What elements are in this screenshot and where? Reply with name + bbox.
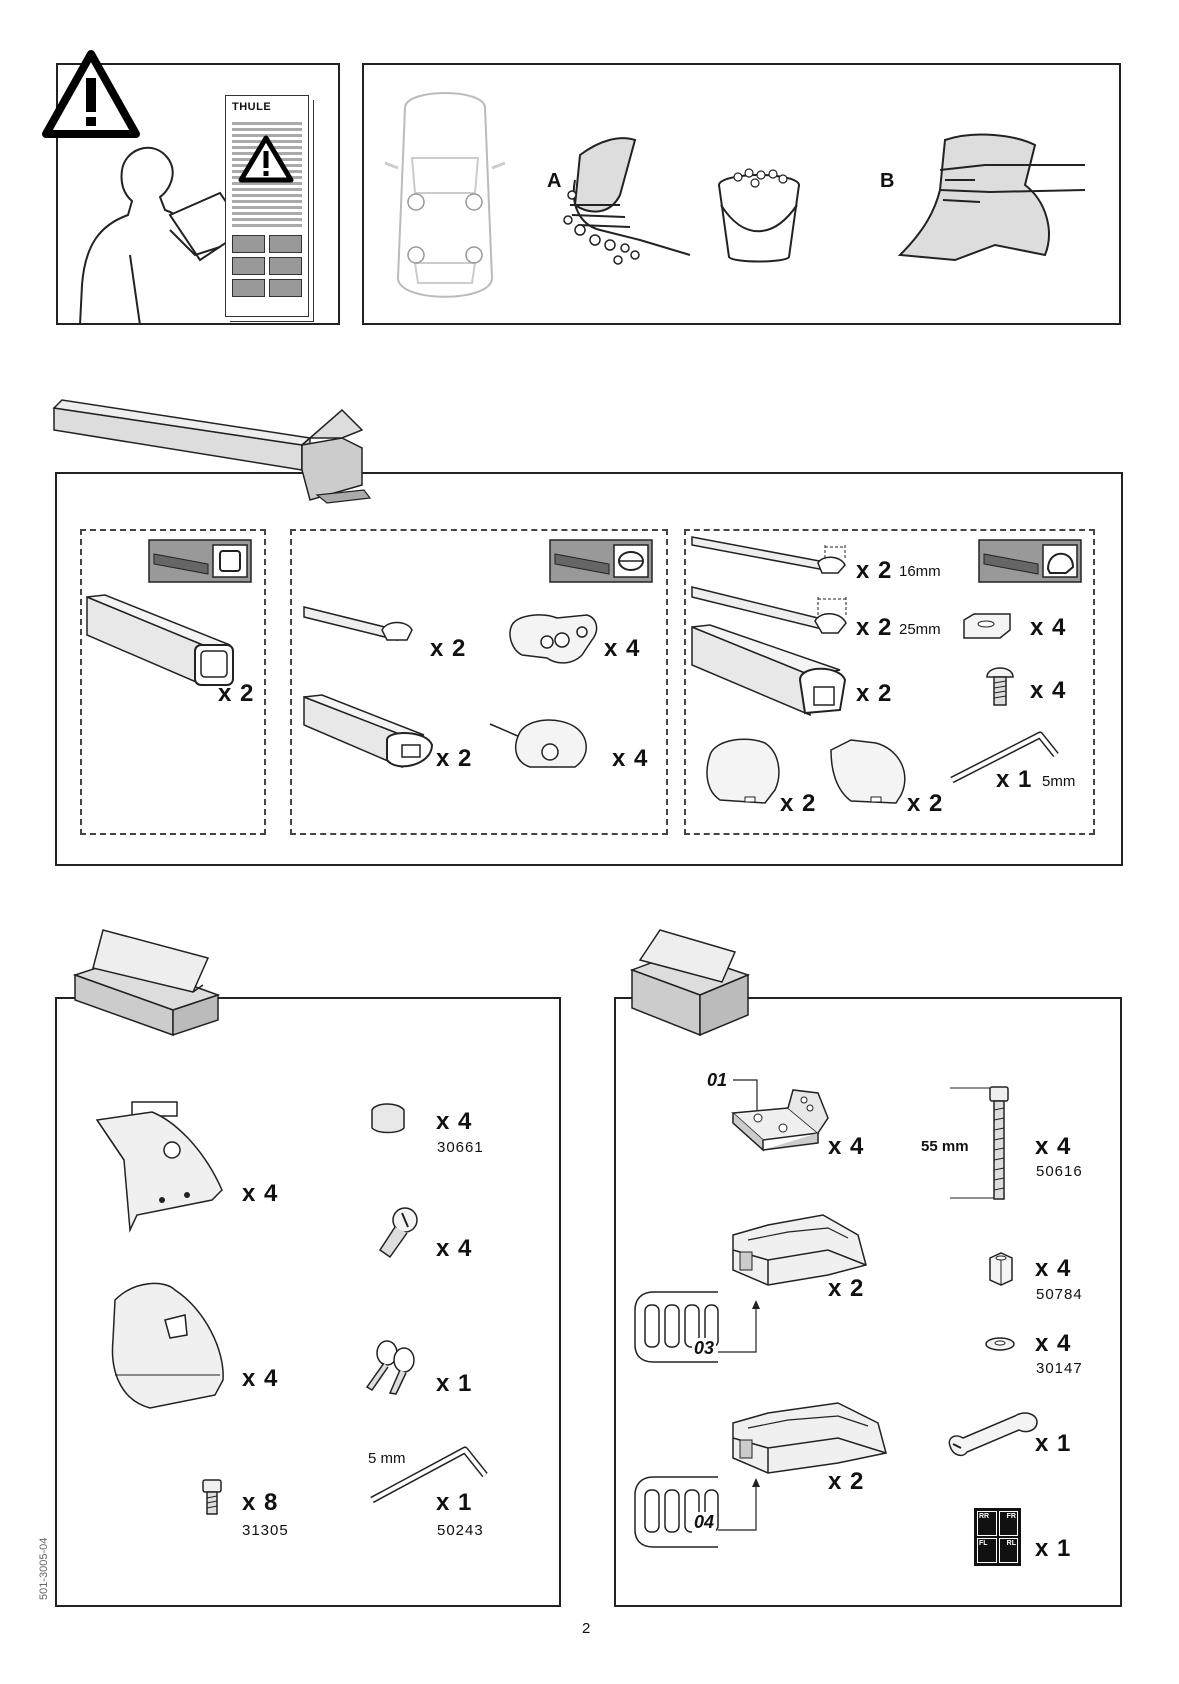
pad-04-pointer [712, 1475, 762, 1535]
hex-nut-code: 50784 [1036, 1286, 1083, 1303]
water-bucket-illustration [713, 165, 805, 265]
strip-25mm-size: 25mm [899, 621, 941, 638]
rail-strip-qty: x 2 [430, 635, 466, 663]
pad-03-qty: x 2 [828, 1275, 864, 1303]
small-bolt-code: 31305 [242, 1522, 289, 1539]
strip-16mm-size: 16mm [899, 563, 941, 580]
washer-qty: x 4 [1035, 1330, 1071, 1358]
bar-box-illustration [52, 400, 372, 505]
lock-cylinder-illustration [375, 1205, 420, 1260]
bar-end-illustration [490, 712, 600, 772]
pad-03-pointer [712, 1297, 762, 1357]
sticker-code-fl: FL [977, 1538, 997, 1563]
instruction-poster: THULE [225, 95, 309, 317]
end-cap-b-qty: x 2 [907, 790, 943, 818]
keys-illustration [362, 1335, 422, 1395]
foot-pack-box-illustration [73, 930, 223, 1035]
bar-end-qty: x 4 [612, 745, 648, 773]
long-bolt-code: 50616 [1036, 1163, 1083, 1180]
wrench-tool-illustration [945, 1408, 1040, 1458]
bracket-illustration [728, 1088, 830, 1158]
wing-bar-type-icon [978, 539, 1082, 583]
long-bolt-illustration [950, 1085, 1010, 1205]
square-bar-illustration [85, 595, 235, 690]
sticker-code-rl: RL [999, 1538, 1019, 1563]
square-bar-type-icon [148, 539, 252, 583]
aero-profile-qty: x 2 [436, 745, 472, 773]
hex-key-code: 50243 [437, 1522, 484, 1539]
bracket-qty: x 4 [828, 1133, 864, 1161]
strip-25mm-qty: x 2 [856, 614, 892, 642]
wing-bar-illustration [690, 625, 855, 720]
keys-qty: x 1 [436, 1370, 472, 1398]
fit-kit-box-illustration [630, 930, 750, 1035]
end-cap-a-illustration [700, 735, 782, 807]
allen-key-5mm-qty: x 1 [996, 766, 1032, 794]
washer-code: 30147 [1036, 1360, 1083, 1377]
rubber-pad-illustration [962, 612, 1012, 640]
roof-foot-qty: x 4 [242, 1180, 278, 1208]
poster-brand: THULE [232, 101, 308, 113]
aero-bar-type-icon [549, 539, 653, 583]
rubber-pad-qty: x 4 [1030, 614, 1066, 642]
document-code: 501-3005-04 [38, 1538, 50, 1600]
part-label-01: 01 [707, 1070, 727, 1091]
long-bolt-qty: x 4 [1035, 1133, 1071, 1161]
hex-nut-qty: x 4 [1035, 1255, 1071, 1283]
hand-washing-illustration [560, 135, 690, 275]
small-cap-qty: x 4 [436, 1108, 472, 1136]
small-cap-code: 30661 [437, 1139, 484, 1156]
adapter-qty: x 4 [604, 635, 640, 663]
allen-key-5mm-size: 5mm [1042, 773, 1075, 790]
car-top-view-illustration [380, 78, 510, 308]
small-bolt-qty: x 8 [242, 1489, 278, 1517]
lock-cylinder-qty: x 4 [436, 1235, 472, 1263]
position-sticker: RR FR FL RL [974, 1508, 1021, 1566]
end-cap-a-qty: x 2 [780, 790, 816, 818]
sticker-code-fr: FR [999, 1511, 1019, 1536]
foot-cover-qty: x 4 [242, 1365, 278, 1393]
square-bar-qty: x 2 [218, 680, 254, 708]
poster-warning-icon [238, 135, 294, 183]
adapter-illustration [502, 610, 602, 670]
foot-cover-illustration [105, 1280, 230, 1410]
sticker-qty: x 1 [1035, 1535, 1071, 1563]
roof-foot-illustration [92, 1100, 232, 1230]
end-cap-b-illustration [826, 735, 910, 807]
screw-qty: x 4 [1030, 677, 1066, 705]
person-reading-illustration [70, 135, 250, 325]
hex-nut-illustration [988, 1252, 1014, 1286]
warning-triangle-icon [44, 50, 139, 138]
pad-04-qty: x 2 [828, 1468, 864, 1496]
strip-16mm-qty: x 2 [856, 557, 892, 585]
page-number: 2 [582, 1620, 590, 1637]
screw-illustration [985, 665, 1015, 709]
aero-profile-illustration [302, 695, 437, 775]
hand-drying-illustration [895, 130, 1085, 270]
strip-16mm-illustration [690, 535, 850, 580]
small-cap-illustration [368, 1100, 408, 1136]
small-bolt-illustration [200, 1478, 224, 1516]
washer-illustration [985, 1336, 1015, 1352]
wrench-tool-qty: x 1 [1035, 1430, 1071, 1458]
hex-key-qty: x 1 [436, 1489, 472, 1517]
step-label-b: B [880, 170, 894, 193]
sticker-code-rr: RR [977, 1511, 997, 1536]
rail-strip-illustration [302, 605, 422, 650]
wing-bar-qty: x 2 [856, 680, 892, 708]
